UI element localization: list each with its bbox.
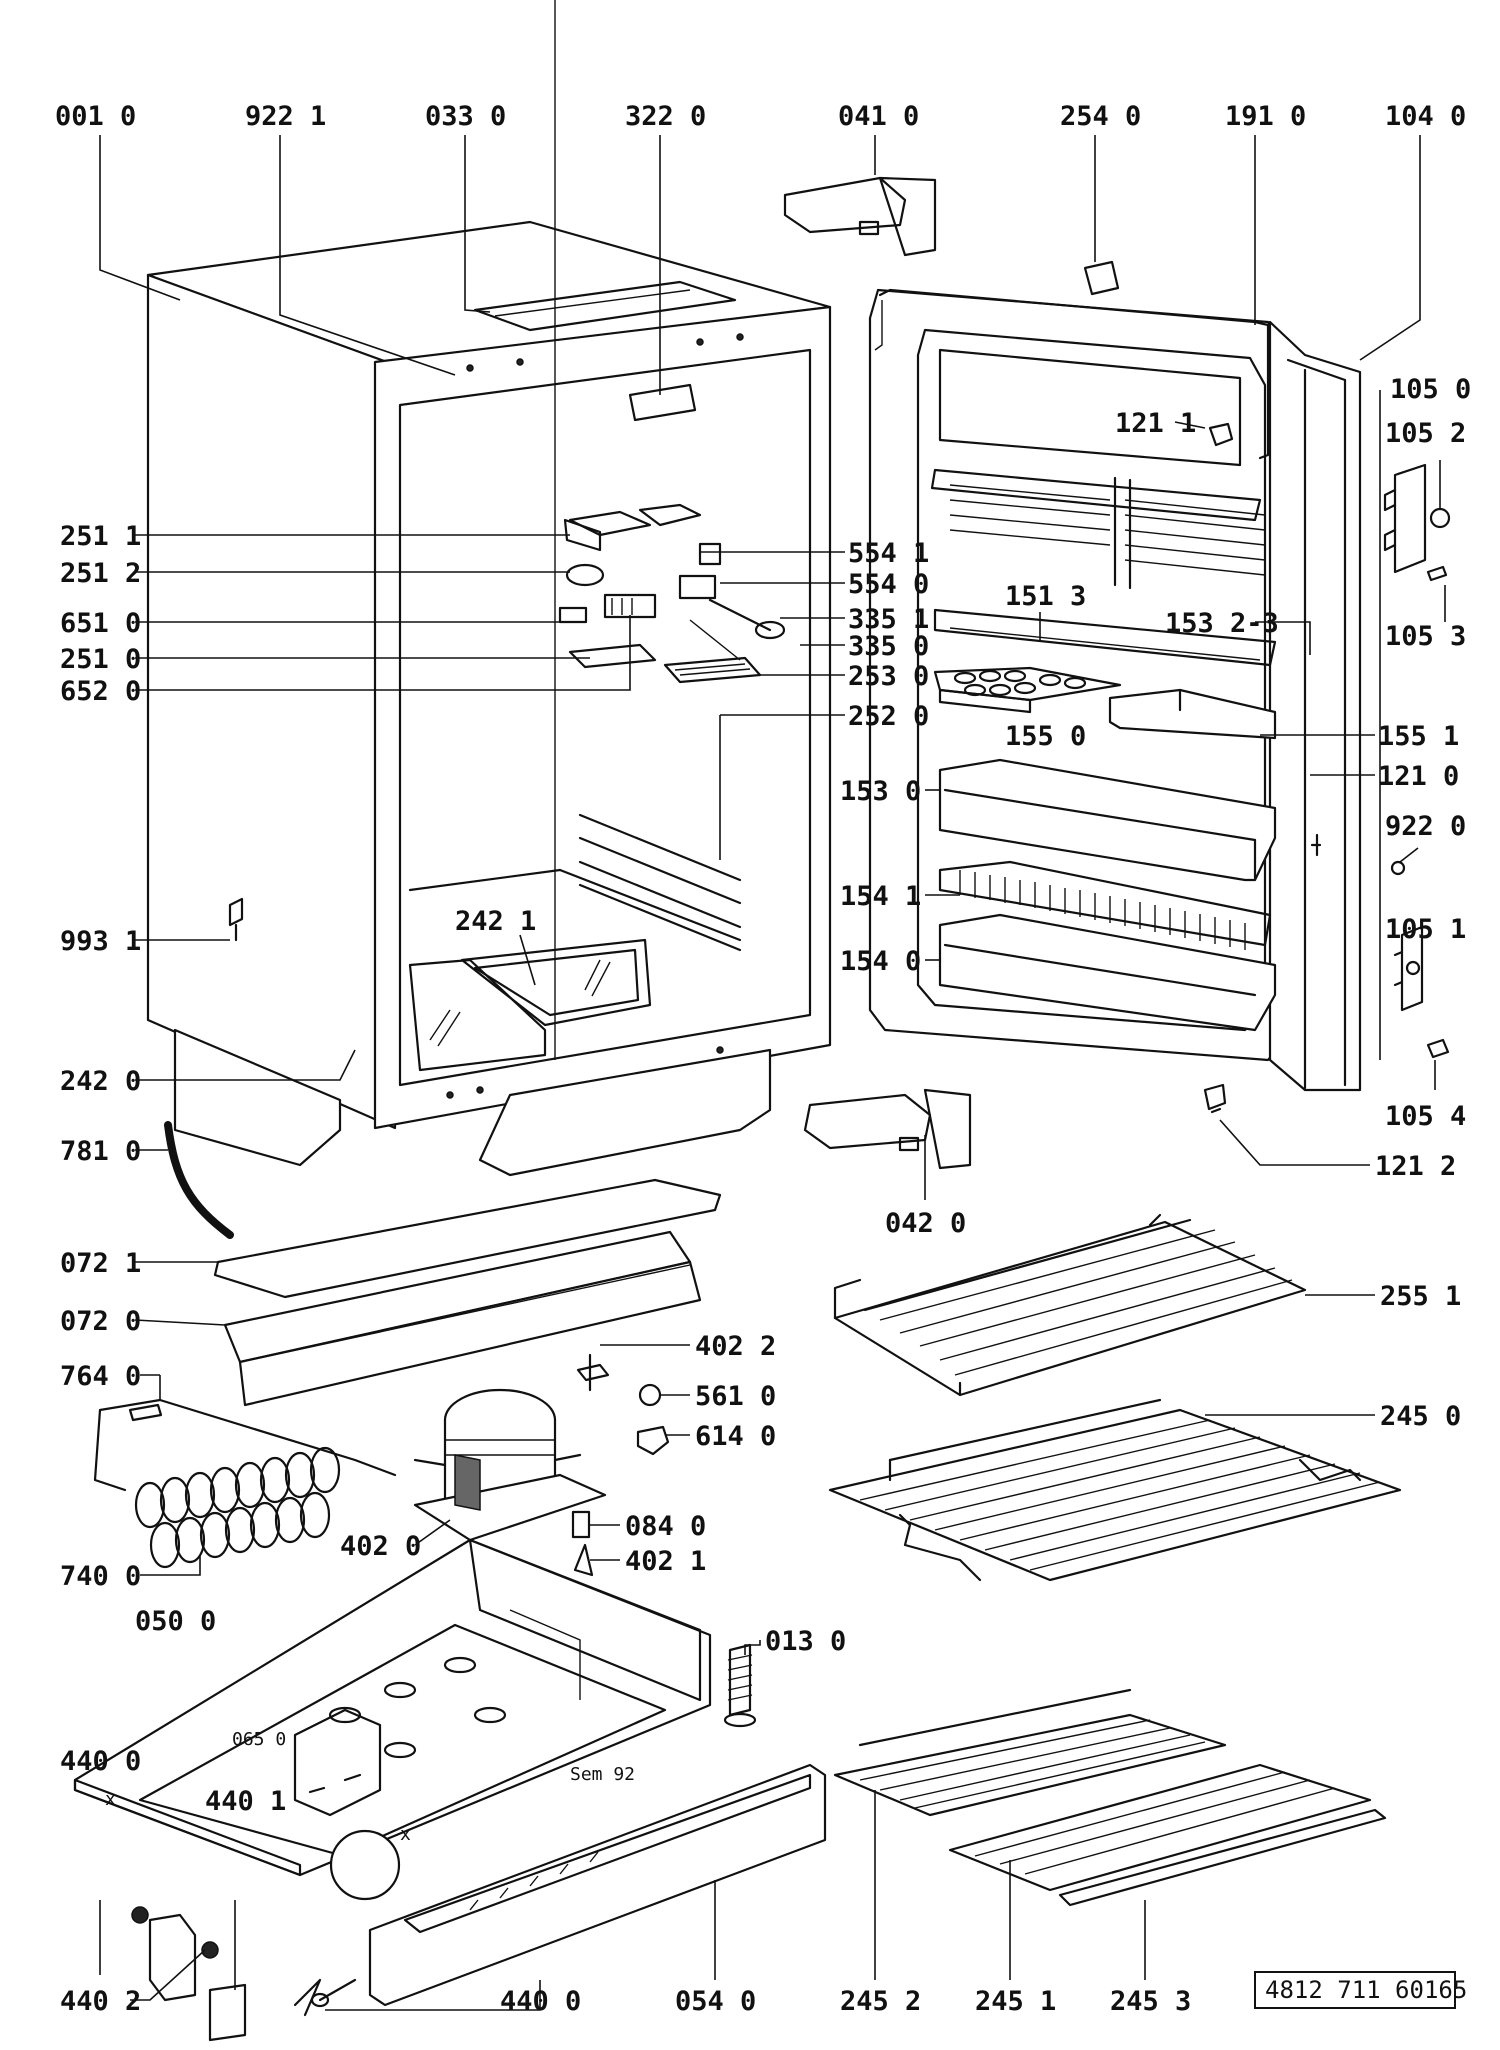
condenser-coil xyxy=(93,1398,397,1569)
label-033-0: 033 0 xyxy=(425,101,506,132)
mark-x-right: x xyxy=(400,1824,411,1845)
label-072-1: 072 1 xyxy=(60,1248,141,1279)
reference-box: 4812 711 60165 xyxy=(1254,1971,1467,2009)
base-tray xyxy=(73,1538,712,1901)
shelf-glass xyxy=(833,1213,1307,1397)
drain-hose xyxy=(164,1121,234,1239)
label-922-1: 922 1 xyxy=(245,101,326,132)
label-335-0: 335 0 xyxy=(848,631,929,662)
label-121-2: 121 2 xyxy=(1375,1151,1456,1182)
label-402-0: 402 0 xyxy=(340,1531,421,1562)
stamp-sem-92: Sem 92 xyxy=(570,1764,635,1785)
label-440-1: 440 1 xyxy=(205,1786,286,1817)
compressor xyxy=(413,1388,607,1542)
door-assembly xyxy=(868,260,1451,1114)
label-013-0: 013 0 xyxy=(765,1626,846,1657)
vent-covers xyxy=(213,1178,722,1407)
label-105-3: 105 3 xyxy=(1385,621,1466,652)
label-781-0: 781 0 xyxy=(60,1136,141,1167)
label-440-0-bottom: 440 0 xyxy=(500,1986,581,2017)
label-252-0: 252 0 xyxy=(848,701,929,732)
label-245-1: 245 1 xyxy=(975,1986,1056,2017)
label-054-0: 054 0 xyxy=(675,1986,756,2017)
label-050-0: 050 0 xyxy=(135,1606,216,1637)
fan-motor xyxy=(131,1906,357,2042)
label-255-1: 255 1 xyxy=(1380,1281,1461,1312)
label-254-0: 254 0 xyxy=(1060,101,1141,132)
label-001-0: 001 0 xyxy=(55,101,136,132)
label-121-1: 121 1 xyxy=(1115,408,1196,439)
label-651-0: 651 0 xyxy=(60,608,141,639)
label-191-0: 191 0 xyxy=(1225,101,1306,132)
label-561-0: 561 0 xyxy=(695,1381,776,1412)
label-084-0: 084 0 xyxy=(625,1511,706,1542)
label-155-0: 155 0 xyxy=(1005,721,1086,752)
label-245-0: 245 0 xyxy=(1380,1401,1461,1432)
label-155-1: 155 1 xyxy=(1378,721,1459,752)
label-105-2: 105 2 xyxy=(1385,418,1466,449)
label-440-2: 440 2 xyxy=(60,1986,141,2017)
label-151-3: 151 3 xyxy=(1005,581,1086,612)
reference-number: 4812 711 60165 xyxy=(1265,1976,1467,2004)
label-554-0: 554 0 xyxy=(848,569,929,600)
label-041-0: 041 0 xyxy=(838,101,919,132)
label-065-0: 065 0 xyxy=(232,1729,286,1750)
label-154-0: 154 0 xyxy=(840,946,921,977)
label-993-1: 993 1 xyxy=(60,926,141,957)
part-labels: 001 0 922 1 033 0 322 0 041 0 254 0 191 … xyxy=(55,101,1471,2017)
front-plinth xyxy=(368,1763,827,2007)
label-104-0: 104 0 xyxy=(1385,101,1466,132)
label-251-1: 251 1 xyxy=(60,521,141,552)
label-251-0: 251 0 xyxy=(60,644,141,675)
label-322-0: 322 0 xyxy=(625,101,706,132)
label-072-0: 072 0 xyxy=(60,1306,141,1337)
label-242-0: 242 0 xyxy=(60,1066,141,1097)
label-105-4: 105 4 xyxy=(1385,1101,1466,1132)
label-922-0: 922 0 xyxy=(1385,811,1466,842)
label-245-2: 245 2 xyxy=(840,1986,921,2017)
mark-x-left: x xyxy=(105,1789,116,1810)
label-105-0: 105 0 xyxy=(1390,374,1471,405)
cabinet-body xyxy=(146,0,832,1177)
label-154-1: 154 1 xyxy=(840,881,921,912)
label-105-1: 105 1 xyxy=(1385,914,1466,945)
wire-rack-small xyxy=(833,1688,1387,1907)
label-402-2: 402 2 xyxy=(695,1331,776,1362)
label-440-0-top: 440 0 xyxy=(60,1746,141,1777)
label-740-0: 740 0 xyxy=(60,1561,141,1592)
label-764-0: 764 0 xyxy=(60,1361,141,1392)
leader-lines xyxy=(99,135,1446,2011)
label-335-1: 335 1 xyxy=(848,604,929,635)
hinge-parts xyxy=(783,176,972,1170)
wire-rack-large xyxy=(828,1398,1402,1582)
label-554-1: 554 1 xyxy=(848,538,929,569)
label-245-3: 245 3 xyxy=(1110,1986,1191,2017)
label-251-2: 251 2 xyxy=(60,558,141,589)
label-153-0: 153 0 xyxy=(840,776,921,807)
label-042-0: 042 0 xyxy=(885,1208,966,1239)
label-652-0: 652 0 xyxy=(60,676,141,707)
small-parts xyxy=(571,1353,757,1728)
label-153-2-3: 153 2-3 xyxy=(1165,608,1279,639)
label-242-1: 242 1 xyxy=(455,906,536,937)
label-121-0: 121 0 xyxy=(1378,761,1459,792)
label-614-0: 614 0 xyxy=(695,1421,776,1452)
label-253-0: 253 0 xyxy=(848,661,929,692)
label-402-1: 402 1 xyxy=(625,1546,706,1577)
